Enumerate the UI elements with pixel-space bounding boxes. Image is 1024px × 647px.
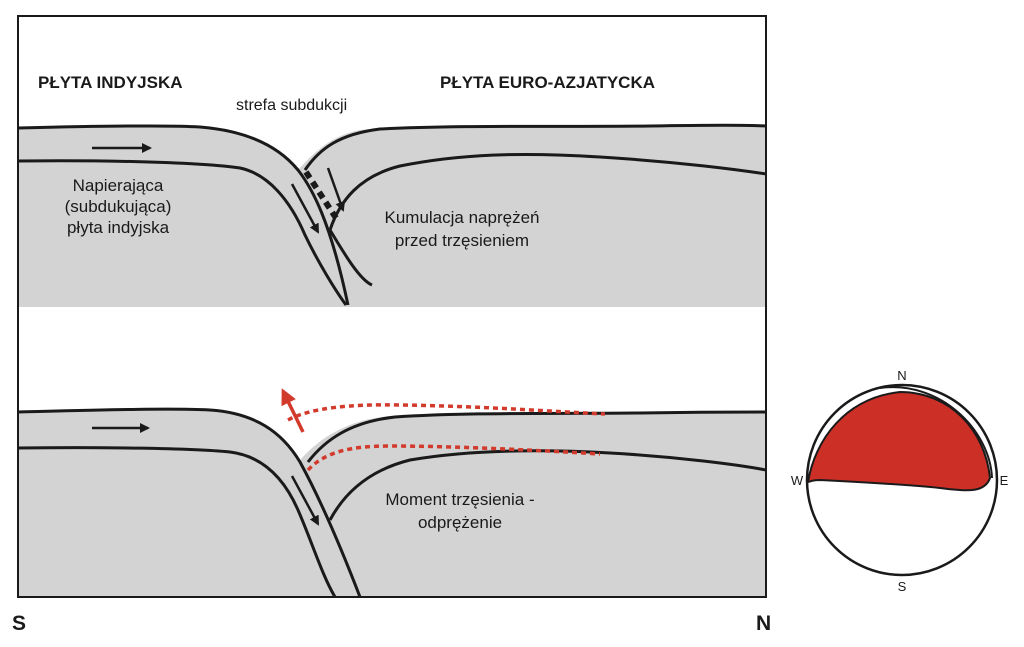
top-slab-line [328, 229, 373, 287]
top-plates-body [18, 125, 766, 307]
top-indian-surface [18, 124, 350, 306]
north-label: N [756, 612, 771, 635]
quake-label-2: odprężenie [418, 513, 502, 532]
beachball-s-label: S [898, 579, 907, 594]
plate-right-label: PŁYTA EURO-AZJATYCKA [440, 73, 655, 92]
beachball-e-label: E [1000, 473, 1009, 488]
zone-label: strefa subdukcji [236, 97, 347, 114]
stress-label-2: przed trzęsieniem [395, 231, 529, 250]
plate-left-label: PŁYTA INDYJSKA [38, 73, 183, 92]
fault-dashed-line [303, 170, 339, 220]
beachball-compressional-quadrant [806, 390, 992, 492]
quake-label-1: Moment trzęsienia - [385, 490, 534, 509]
south-label: S [12, 612, 26, 635]
beachball-n-label: N [897, 368, 906, 383]
rebound-red-arrow [281, 388, 305, 433]
top-indian-base [18, 159, 348, 306]
focal-mechanism-beachball: N S W E [791, 368, 1009, 594]
diagram-frame [17, 15, 767, 598]
top-down-arrow [290, 183, 320, 234]
pushing-label-3: płyta indyjska [67, 218, 170, 237]
bottom-eurasian-surface [306, 410, 766, 463]
top-up-arrow [326, 167, 346, 212]
bottom-down-arrow [290, 475, 320, 526]
red-dotted-upper [287, 403, 606, 422]
pushing-label-1: Napierająca [73, 176, 164, 195]
red-dotted-lower [306, 444, 601, 472]
bottom-indian-base [18, 446, 337, 597]
beachball-w-label: W [791, 473, 804, 488]
pushing-label-2: (subdukująca) [65, 197, 172, 216]
beachball-nodal-plane [879, 386, 993, 479]
top-eurasian-surface [303, 123, 766, 171]
bottom-indian-surface [18, 407, 362, 597]
top-eurasian-base [328, 152, 766, 231]
stress-label-1: Kumulacja naprężeń [385, 208, 540, 227]
bottom-plates-body [18, 409, 766, 597]
